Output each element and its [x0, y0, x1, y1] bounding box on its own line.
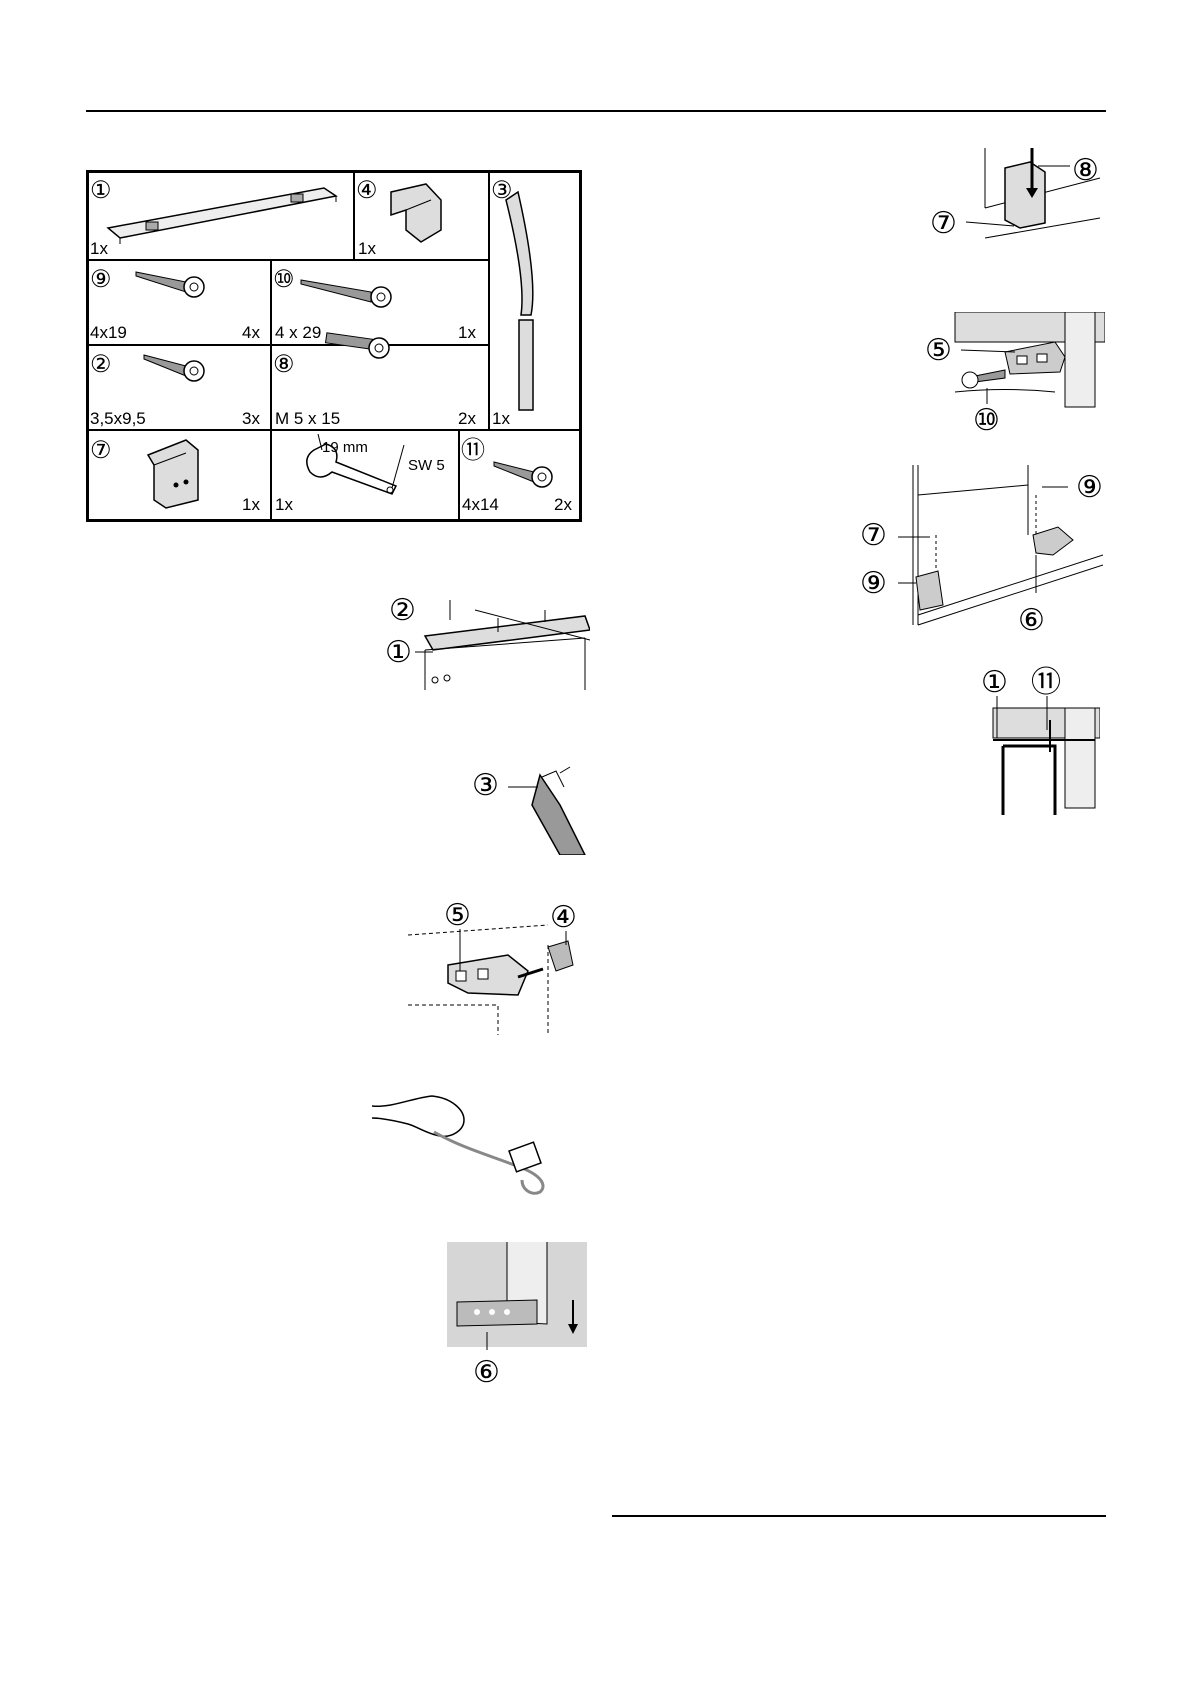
figure-label: ①: [385, 636, 412, 669]
part-strip-drawing: [505, 190, 534, 411]
figure-label: ⑪: [1031, 666, 1061, 699]
figure-label: ①: [981, 666, 1008, 699]
part-qty: 2x: [554, 495, 572, 514]
part-number: ⑨: [90, 266, 112, 293]
figure-label: ⑦: [860, 519, 887, 552]
part-screw-11-drawing: [493, 461, 553, 488]
part-number: ⑪: [461, 437, 485, 464]
figure-label: ⑤: [444, 899, 471, 932]
part-qty: 1x: [492, 409, 510, 428]
part-wrench-drawing: [306, 433, 405, 495]
part-size: M 5 x 15: [275, 409, 340, 428]
part-number: ⑩: [273, 266, 295, 293]
figure-bracket-clip: ⑤ ④: [408, 899, 577, 1035]
part-size: 4 x 29: [275, 323, 321, 342]
wrench-size-label: 19 mm: [322, 439, 368, 456]
figure-plinth: ⑥: [447, 1242, 587, 1389]
part-qty: 1x: [90, 239, 108, 258]
figure-label: ②: [389, 594, 416, 627]
figure-label: ⑩: [973, 404, 1000, 437]
figure-hinge-screw: ⑤ ⑩: [925, 312, 1105, 437]
part-size: 3,5x9,5: [90, 409, 146, 428]
part-number: ①: [90, 177, 112, 204]
parts-table: ① ④ ③ ⑨ ⑩ ② ⑧ ⑦ ⑪ 1x 1x 1x 4x 1x 3x 2x 1…: [86, 170, 582, 522]
figure-label: ⑤: [925, 334, 952, 367]
part-qty: 1x: [358, 239, 376, 258]
part-number: ③: [491, 177, 513, 204]
part-number: ⑧: [273, 351, 295, 378]
figure-rail-mount: ② ①: [385, 594, 590, 690]
part-clip-drawing: [390, 183, 442, 243]
part-screw-9-drawing: [135, 271, 205, 298]
socket-size-label: SW 5: [408, 457, 445, 474]
figure-label: ⑧: [1072, 154, 1099, 187]
part-number: ②: [90, 351, 112, 378]
part-screw-2-drawing: [143, 354, 205, 382]
figure-label: ⑥: [473, 1356, 500, 1389]
part-screw-8-drawing: [324, 332, 390, 359]
part-qty: 1x: [458, 323, 476, 342]
part-screw-10-drawing: [300, 279, 392, 308]
part-number: ④: [356, 177, 378, 204]
figure-unplug: [372, 1095, 545, 1195]
part-qty: 3x: [242, 409, 260, 428]
part-size: 4x14: [462, 495, 499, 514]
figure-top-rail-screw: ① ⑪: [981, 666, 1100, 815]
figure-base-mount: ⑨ ⑦ ⑨ ⑥: [860, 465, 1103, 635]
figure-bracket-screw: ⑧ ⑦: [930, 148, 1101, 240]
footer-rule: [612, 1515, 1106, 1517]
part-qty: 2x: [458, 409, 476, 428]
figure-strip-peel: ③: [472, 766, 586, 855]
figure-label: ⑥: [1018, 604, 1045, 635]
part-rail-drawing: [106, 187, 338, 244]
figure-label: ③: [472, 769, 499, 802]
part-qty: 1x: [275, 495, 293, 514]
part-qty: 4x: [242, 323, 260, 342]
part-qty: 1x: [242, 495, 260, 514]
figure-label: ⑨: [1076, 471, 1103, 504]
part-size: 4x19: [90, 323, 127, 342]
header-rule: [86, 110, 1106, 112]
figure-label: ⑨: [860, 567, 887, 600]
part-number: ⑦: [90, 437, 112, 464]
part-bracket-7-drawing: [146, 439, 199, 509]
figure-label: ⑦: [930, 207, 957, 240]
figure-label: ④: [550, 901, 577, 934]
